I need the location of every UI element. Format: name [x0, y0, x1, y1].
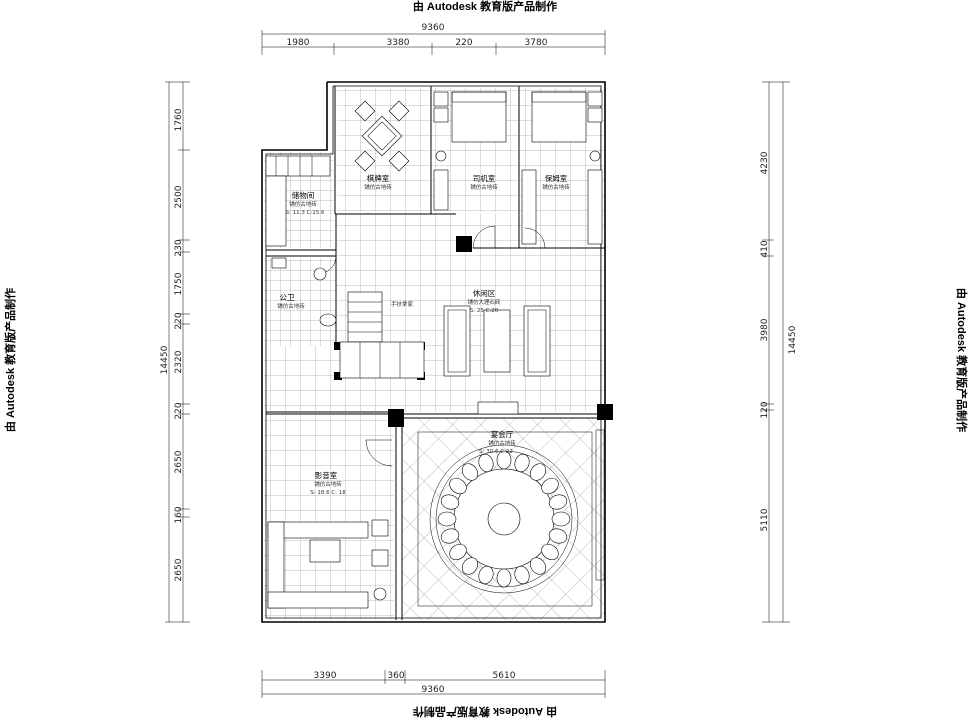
dim-right-seg-3: 3980 [760, 318, 770, 341]
room-labels: 棋牌室 铺仿古地砖 司机室 铺仿古地砖 保姆室 铺仿古地砖 储物间 铺仿古地砖 … [277, 173, 570, 496]
room-area-media: S: 18.6 C: 18 [310, 490, 346, 496]
room-sub-storage: 铺仿古地砖 [289, 200, 317, 208]
room-sub-nanny: 铺仿古地砖 [542, 183, 570, 191]
room-sub-lounge: 铺仿大理石砖 [467, 298, 501, 306]
outer-walls [261, 81, 606, 623]
room-sub-chess: 铺仿古地砖 [364, 183, 392, 191]
dim-left-seg-9: 160 [174, 506, 184, 523]
driver-room-bed [433, 91, 507, 211]
dim-bottom-seg-3: 5610 [493, 671, 516, 681]
dimension-left: 1760 2500 230 1750 220 2320 220 2650 160… [160, 81, 190, 623]
room-sub-banquet: 铺仿古地砖 [488, 439, 516, 447]
watermark-right: 由 Autodesk 教育版产品制作 [955, 288, 969, 432]
dim-right-seg-4: 120 [760, 401, 770, 418]
stair-label: 手扶拿家 [391, 300, 414, 308]
dim-left-seg-5: 220 [174, 312, 184, 329]
storage-shelves [265, 155, 331, 247]
dim-top-seg-1: 1980 [287, 38, 310, 48]
dim-left-seg-4: 1750 [174, 272, 184, 295]
dim-top-seg-3: 220 [455, 38, 472, 48]
watermark-left: 由 Autodesk 教育版产品制作 [3, 288, 17, 432]
lounge-furniture [443, 305, 551, 415]
room-sub-driver: 铺仿古地砖 [470, 183, 498, 191]
dim-top-seg-2: 3380 [387, 38, 410, 48]
dim-left-seg-3: 230 [174, 239, 184, 256]
dim-left-total: 14450 [160, 345, 170, 374]
banquet-round-table [417, 429, 605, 607]
room-area-lounge: S: 25 C:20 [470, 308, 499, 314]
room-name-bathroom: 公卫 [280, 293, 295, 302]
dim-right-seg-5: 5110 [760, 508, 770, 531]
nanny-room-bed [521, 91, 603, 245]
dim-right-seg-1: 4230 [760, 151, 770, 174]
dim-top-total: 9360 [422, 23, 445, 33]
dim-left-seg-8: 2650 [174, 450, 184, 473]
room-name-media: 影音室 [315, 470, 338, 480]
room-sub-bathroom: 铺仿古地砖 [277, 302, 305, 310]
media-room-sofa [267, 519, 389, 609]
dimension-top: 9360 1980 3380 220 3780 [261, 23, 606, 55]
dim-bottom-seg-2: 360 [387, 671, 404, 681]
dim-bottom-total: 9360 [422, 685, 445, 695]
room-area-banquet: S: 30.6 C:22 [479, 449, 513, 455]
dim-left-seg-7: 220 [174, 402, 184, 419]
stair: 手扶拿家 [339, 291, 425, 379]
dimension-right: 4230 410 3980 120 5110 14450 [760, 81, 798, 623]
room-name-storage: 储物间 [292, 190, 315, 200]
dim-top-seg-4: 3780 [525, 38, 548, 48]
mahjong-table [354, 100, 410, 172]
watermark-bottom: 由 Autodesk 教育版产品制作 [413, 705, 557, 719]
dim-right-total: 14450 [788, 325, 798, 354]
watermark-top: 由 Autodesk 教育版产品制作 [413, 0, 557, 13]
room-name-driver: 司机室 [473, 173, 496, 183]
room-name-chess: 棋牌室 [367, 173, 390, 183]
room-area-storage: S: 11.3 C:15.6 [285, 210, 325, 216]
bathroom-fixtures [271, 257, 337, 327]
room-name-banquet: 宴会厅 [491, 429, 514, 439]
dim-left-seg-10: 2650 [174, 558, 184, 581]
room-name-lounge: 休闲区 [473, 288, 496, 298]
dim-bottom-seg-1: 3390 [314, 671, 337, 681]
dim-left-seg-2: 2500 [174, 185, 184, 208]
dim-left-seg-6: 2320 [174, 350, 184, 373]
dimension-bottom: 3390 360 5610 9360 [261, 670, 606, 698]
room-name-nanny: 保姆室 [545, 173, 568, 183]
dim-right-seg-2: 410 [760, 240, 770, 257]
room-sub-media: 铺仿古地砖 [314, 480, 342, 488]
dim-left-seg-1: 1760 [174, 108, 184, 131]
